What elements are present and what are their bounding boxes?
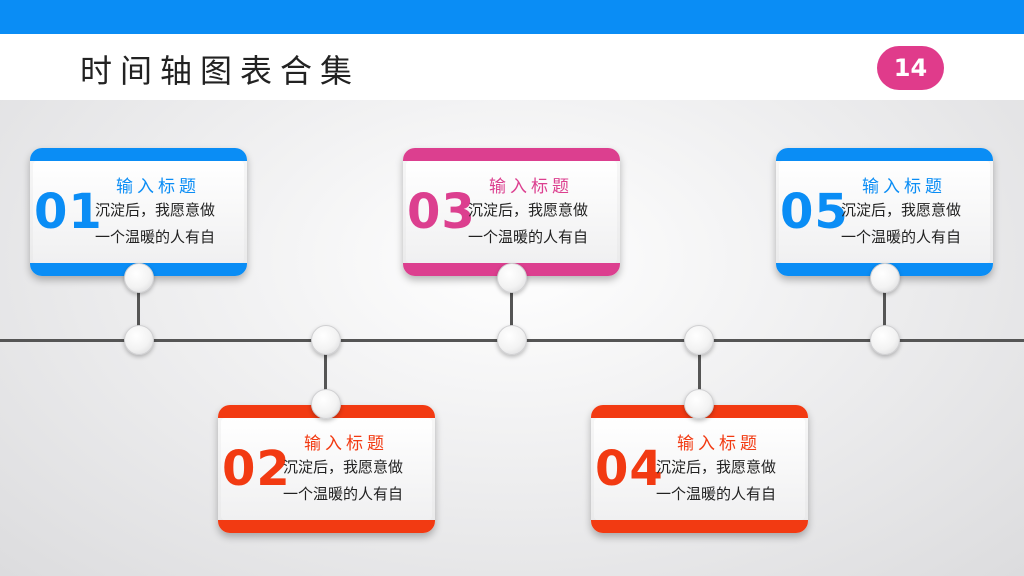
card-text-line: 沉淀后，我愿意做 xyxy=(283,458,404,476)
card-heading: 输入标题 xyxy=(677,434,761,454)
timeline-node xyxy=(311,325,341,355)
timeline-card-04: 04 输入标题 沉淀后，我愿意做 一个温暖的人有自 xyxy=(591,405,808,533)
card-body xyxy=(33,161,244,263)
timeline-node xyxy=(124,325,154,355)
timeline-node xyxy=(684,325,714,355)
connector-knob xyxy=(124,263,154,293)
timeline-card-03: 03 输入标题 沉淀后，我愿意做 一个温暖的人有自 xyxy=(403,148,620,276)
timeline-connector xyxy=(137,282,140,340)
card-body xyxy=(406,161,617,263)
card-number: 05 xyxy=(780,184,849,240)
card-text-line: 沉淀后，我愿意做 xyxy=(468,201,589,219)
connector-knob xyxy=(870,263,900,293)
connector-knob xyxy=(684,389,714,419)
card-heading: 输入标题 xyxy=(489,177,573,197)
card-heading: 输入标题 xyxy=(862,177,946,197)
timeline-node xyxy=(497,325,527,355)
card-heading: 输入标题 xyxy=(304,434,388,454)
timeline-connector xyxy=(510,282,513,340)
card-bottom-band xyxy=(591,520,808,533)
card-text-line: 一个温暖的人有自 xyxy=(95,228,216,246)
card-body xyxy=(221,418,432,520)
card-text-line: 一个温暖的人有自 xyxy=(841,228,962,246)
card-top-band xyxy=(776,148,993,161)
card-bottom-band xyxy=(218,520,435,533)
timeline-connector xyxy=(324,341,327,407)
top-accent-bar xyxy=(0,0,1024,34)
card-heading: 输入标题 xyxy=(116,177,200,197)
card-top-band xyxy=(30,148,247,161)
card-top-band xyxy=(403,148,620,161)
header-band xyxy=(0,34,1024,100)
card-body xyxy=(779,161,990,263)
card-text-line: 沉淀后，我愿意做 xyxy=(841,201,962,219)
card-number: 03 xyxy=(407,184,476,240)
card-text-line: 沉淀后，我愿意做 xyxy=(656,458,777,476)
card-text-line: 一个温暖的人有自 xyxy=(656,485,777,503)
timeline-connector xyxy=(698,341,701,407)
connector-knob xyxy=(311,389,341,419)
card-text-line: 沉淀后，我愿意做 xyxy=(95,201,216,219)
card-number: 04 xyxy=(595,441,664,497)
timeline-card-02: 02 输入标题 沉淀后，我愿意做 一个温暖的人有自 xyxy=(218,405,435,533)
card-number: 02 xyxy=(222,441,291,497)
card-text-line: 一个温暖的人有自 xyxy=(468,228,589,246)
page-title: 时间轴图表合集 xyxy=(80,52,361,90)
timeline-connector xyxy=(883,282,886,340)
timeline-card-05: 05 输入标题 沉淀后，我愿意做 一个温暖的人有自 xyxy=(776,148,993,276)
timeline-card-01: 01 输入标题 沉淀后，我愿意做 一个温暖的人有自 xyxy=(30,148,247,276)
connector-knob xyxy=(497,263,527,293)
timeline-node xyxy=(870,325,900,355)
card-text-line: 一个温暖的人有自 xyxy=(283,485,404,503)
card-number: 01 xyxy=(34,184,103,240)
page-number-badge: 14 xyxy=(877,46,944,90)
card-body xyxy=(594,418,805,520)
